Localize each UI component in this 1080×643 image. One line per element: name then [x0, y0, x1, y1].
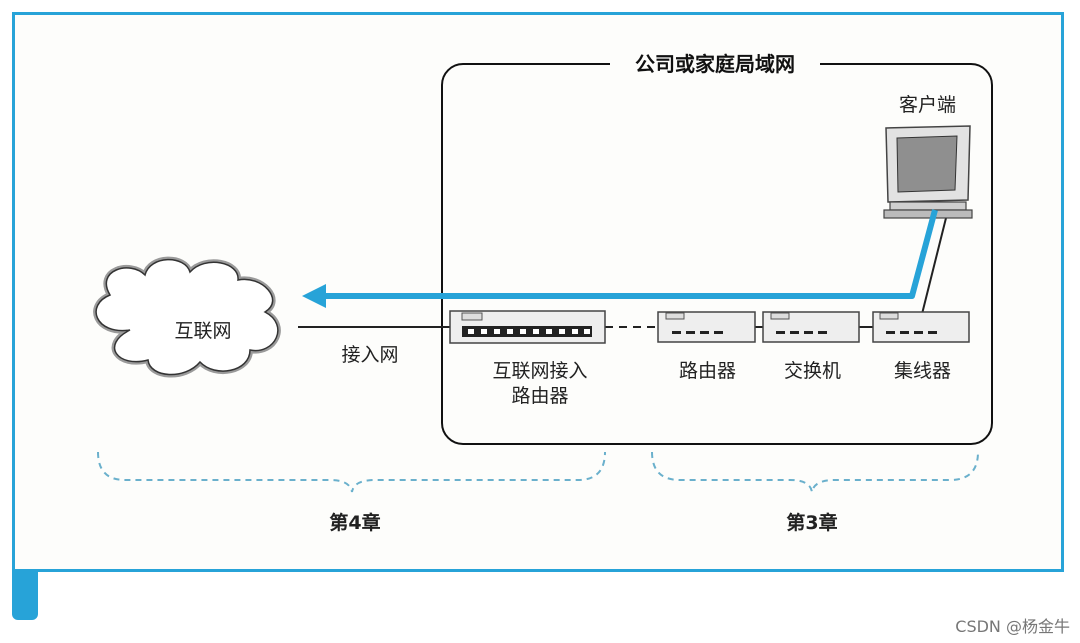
internet-cloud-icon: [93, 256, 281, 378]
chapter3-label: 第3章: [786, 512, 838, 534]
client-label: 客户端: [898, 94, 956, 116]
switch-label: 交换机: [783, 360, 841, 382]
client-hub-link: [921, 209, 949, 315]
hub-device-icon: [872, 311, 970, 343]
chapter3-brace: [651, 451, 979, 493]
access-router-label-line2: 路由器: [511, 385, 569, 407]
router-label: 路由器: [678, 360, 736, 382]
access-router-label-line1: 互联网接入: [492, 360, 588, 382]
hub-label: 集线器: [893, 360, 951, 382]
lan-title: 公司或家庭局域网: [610, 50, 820, 78]
access-network-label: 接入网: [341, 344, 399, 366]
router-device-icon: [657, 311, 756, 343]
internet-label: 互联网: [174, 320, 232, 342]
watermark: CSDN @杨金牛: [955, 617, 1070, 636]
chapter4-brace: [97, 451, 606, 493]
access-router-device-icon: [449, 310, 606, 344]
switch-device-icon: [762, 311, 860, 343]
client-monitor-icon: [883, 125, 973, 219]
frame-tab: [12, 572, 38, 620]
data-flow-arrow: [302, 209, 938, 308]
chapter4-label: 第4章: [329, 512, 381, 534]
